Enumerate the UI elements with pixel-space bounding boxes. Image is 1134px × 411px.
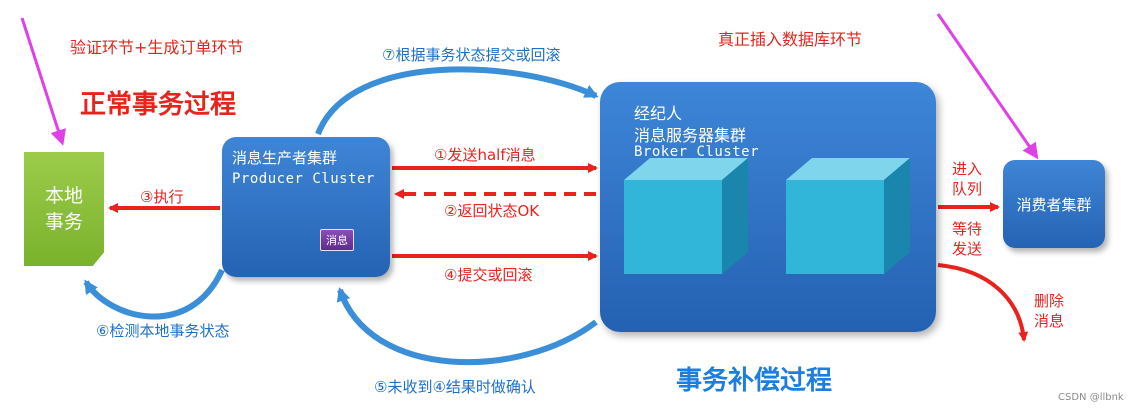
compensate-process-title: 事务补偿过程 — [676, 366, 833, 396]
step5-arrow — [336, 287, 598, 366]
pointer-left — [20, 17, 66, 146]
broker-cubes — [624, 158, 910, 274]
validate-order-label: 验证环节+生成订单环节 — [70, 38, 244, 57]
true-insert-label: 真正插入数据库环节 — [718, 30, 863, 49]
broker-cube-right — [786, 158, 910, 274]
wait-label-1: 等待 — [952, 220, 983, 238]
broker-cube-left — [624, 158, 748, 274]
local-tx-label: 本地 事务 — [44, 185, 83, 233]
broker-cluster-box: 经纪人 消息服务器集群 Broker Cluster — [600, 82, 936, 332]
producer-title: 消息生产者集群 — [232, 149, 338, 167]
step4-label: ④提交或回滚 — [444, 266, 533, 284]
step3-label: ③执行 — [140, 188, 184, 206]
step1-label: ①发送half消息 — [434, 146, 536, 164]
producer-subtitle: Producer Cluster — [232, 171, 375, 187]
delete-arrow — [937, 263, 1029, 342]
enqueue-label-1: 进入 — [952, 160, 983, 178]
delete-label-2: 消息 — [1034, 312, 1065, 330]
producer-cluster-box: 消息生产者集群 Producer Cluster — [222, 137, 390, 277]
broker-title-2: 消息服务器集群 — [634, 126, 747, 145]
step2-label: ②返回状态OK — [444, 202, 540, 220]
enqueue-label-2: 队列 — [952, 180, 983, 198]
watermark: CSDN @llbnk — [1058, 392, 1124, 403]
delete-label-1: 删除 — [1034, 292, 1065, 310]
consumer-cluster-box: 消费者集群 — [1003, 160, 1105, 248]
step5-label: ⑤未收到④结果时做确认 — [374, 378, 536, 396]
normal-process-title: 正常事务过程 — [80, 90, 237, 120]
broker-subtitle: Broker Cluster — [634, 144, 760, 160]
step6-label: ⑥检测本地事务状态 — [96, 322, 230, 340]
wait-label-2: 发送 — [952, 240, 983, 258]
broker-title-1: 经纪人 — [634, 104, 683, 123]
step7-arrow — [315, 66, 599, 136]
step6-arrow — [83, 268, 225, 320]
message-chip: 消息 — [320, 229, 354, 251]
step7-label: ⑦根据事务状态提交或回滚 — [382, 46, 561, 64]
consumer-label: 消费者集群 — [1016, 195, 1092, 214]
pointer-right — [936, 13, 1039, 160]
local-transaction-box: 本地 事务 — [24, 152, 104, 266]
